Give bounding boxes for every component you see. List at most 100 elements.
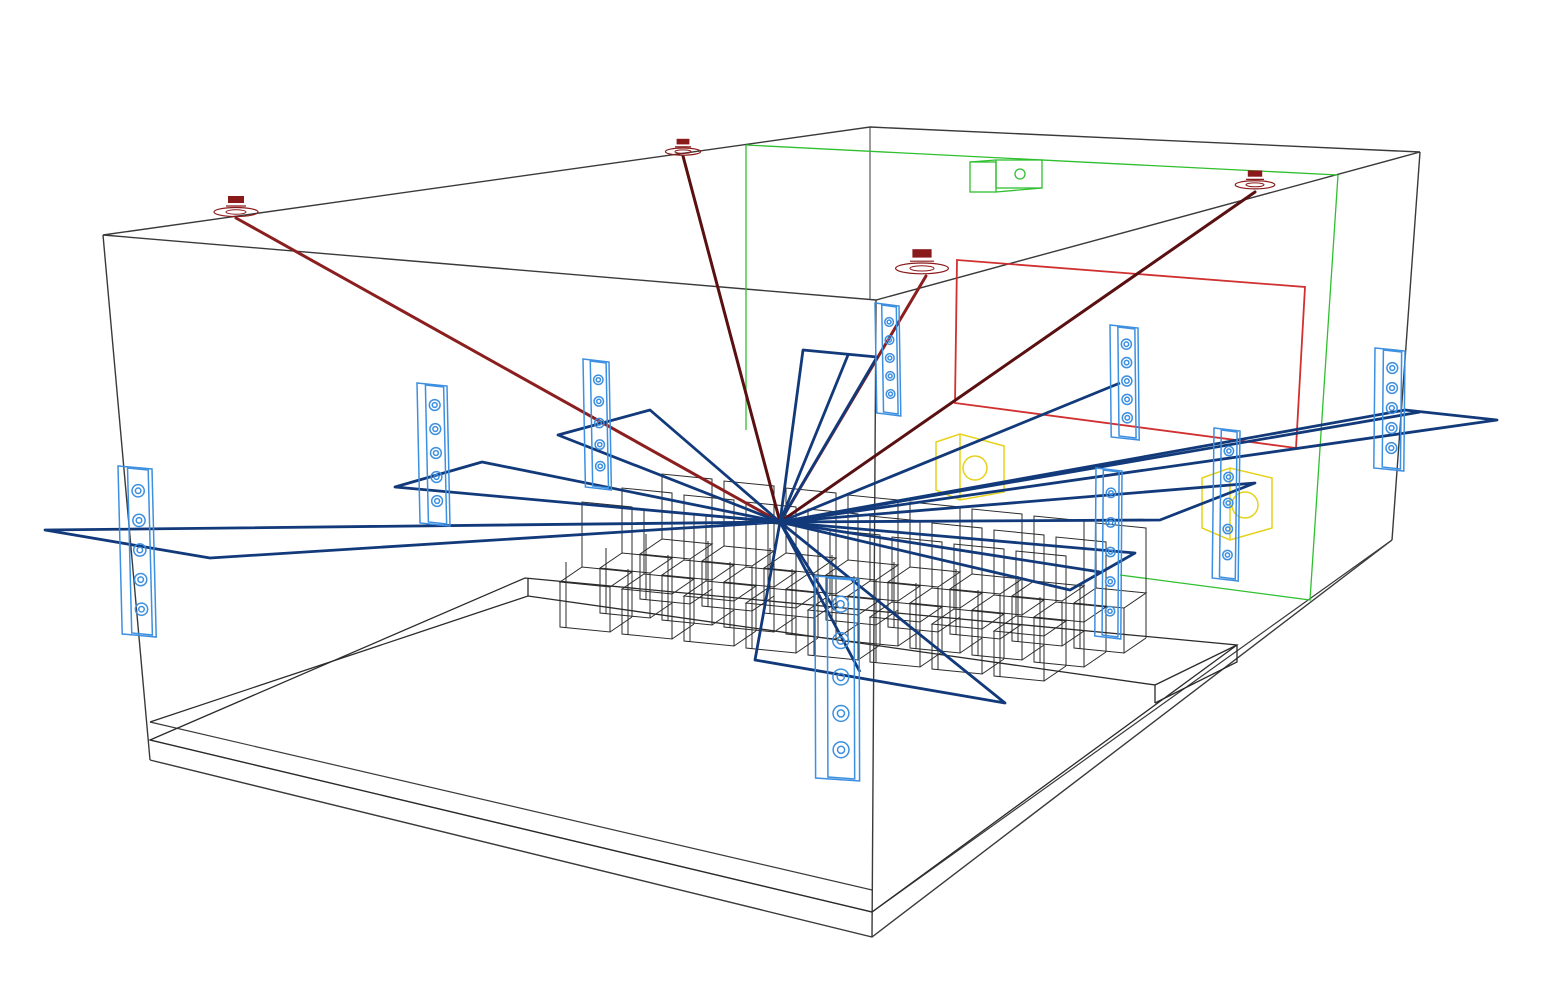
speaker-driver bbox=[430, 494, 444, 508]
seat-side bbox=[919, 651, 943, 668]
seat-side bbox=[1021, 644, 1045, 661]
speaker-driver-inner bbox=[1107, 519, 1114, 526]
seat-back bbox=[869, 515, 921, 586]
speaker-column-body bbox=[1109, 324, 1140, 441]
speaker-driver bbox=[1120, 338, 1133, 350]
speaker-driver bbox=[884, 316, 895, 328]
seat-front bbox=[931, 624, 983, 675]
ceiling-speaker-inner bbox=[674, 149, 692, 154]
ceiling-speaker-cap bbox=[676, 138, 690, 145]
ceiling-speaker-inner bbox=[909, 265, 935, 272]
speaker-column-body bbox=[874, 302, 902, 417]
speaker-driver-inner bbox=[887, 355, 893, 361]
speaker-driver-inner bbox=[1225, 500, 1232, 506]
speaker-driver bbox=[134, 602, 149, 617]
ceiling-speaker-cap bbox=[912, 249, 932, 258]
seat-front bbox=[723, 582, 775, 633]
speaker-driver-inner bbox=[595, 376, 602, 383]
speaker-driver bbox=[594, 460, 606, 472]
ray-down-mid bbox=[778, 521, 862, 673]
speaker-driver bbox=[593, 417, 605, 429]
speaker-driver bbox=[1385, 381, 1399, 395]
ray-right-far-2 bbox=[779, 410, 1421, 524]
speaker-driver-inner bbox=[135, 516, 143, 524]
speaker-driver bbox=[832, 704, 850, 723]
seat bbox=[722, 501, 798, 633]
projection-screen bbox=[954, 259, 1306, 450]
ceiling-speakers bbox=[213, 138, 1276, 275]
seat-back bbox=[1055, 536, 1107, 607]
seat bbox=[558, 501, 634, 633]
ceiling-speaker-icon bbox=[894, 249, 949, 275]
speaker-driver-inner bbox=[1107, 549, 1114, 555]
seat-front bbox=[621, 589, 673, 640]
speaker-driver bbox=[1222, 549, 1233, 561]
speaker-driver bbox=[592, 374, 604, 386]
seat-back bbox=[643, 508, 695, 579]
speaker-driver bbox=[133, 572, 148, 587]
room-edge-near bbox=[871, 299, 877, 938]
seat bbox=[638, 473, 714, 605]
speaker-driver bbox=[1223, 445, 1235, 457]
seat-front bbox=[701, 561, 753, 612]
speaker-driver-inner bbox=[431, 401, 438, 409]
seat-front bbox=[807, 610, 859, 661]
seat bbox=[992, 550, 1068, 682]
seat-side bbox=[1123, 637, 1147, 654]
seat-front bbox=[1033, 617, 1085, 668]
ray-right-low-2 bbox=[779, 520, 1101, 574]
ceiling-speaker-inner bbox=[1245, 182, 1265, 188]
speaker-driver-inner bbox=[136, 546, 144, 554]
speaker-driver bbox=[1385, 421, 1398, 435]
riser-step bbox=[149, 595, 1156, 723]
speaker-driver bbox=[430, 470, 443, 484]
speaker-driver-inner bbox=[1388, 384, 1396, 392]
seat-front bbox=[949, 589, 1001, 640]
speaker-driver-inner bbox=[596, 441, 603, 448]
speaker-driver bbox=[429, 446, 443, 460]
floor-layer-1 bbox=[149, 539, 1393, 913]
room-box bbox=[102, 126, 1421, 938]
seat-front bbox=[869, 617, 921, 668]
ray-fan-left-far bbox=[43, 520, 781, 560]
speaker-driver-inner bbox=[1108, 489, 1114, 496]
seat-side bbox=[733, 630, 757, 647]
speaker-driver bbox=[594, 439, 606, 451]
seat-front bbox=[971, 610, 1023, 661]
seat-side bbox=[609, 616, 633, 633]
center-speaker-cone bbox=[1014, 168, 1026, 180]
speaker-driver bbox=[1223, 471, 1234, 483]
seat-back bbox=[621, 487, 673, 558]
speaker-driver-inner bbox=[1224, 526, 1231, 532]
seat-front bbox=[1073, 603, 1125, 654]
speaker-driver bbox=[832, 668, 850, 686]
speaker-driver bbox=[132, 543, 147, 557]
speaker-column-body bbox=[1211, 427, 1241, 582]
ray-ceiling-2 bbox=[681, 154, 782, 524]
speaker-driver-inner bbox=[1107, 578, 1114, 585]
riser-platform bbox=[147, 577, 1239, 913]
speaker-driver bbox=[885, 370, 896, 382]
seat-side bbox=[773, 616, 797, 633]
speaker-driver bbox=[832, 741, 850, 759]
ceiling-speaker-icon bbox=[1234, 170, 1276, 190]
seat-back bbox=[993, 529, 1045, 600]
ray-fan-up bbox=[778, 348, 879, 523]
seating-wireframe bbox=[558, 473, 1148, 682]
seat-side bbox=[1061, 630, 1085, 647]
speaker-driver bbox=[593, 395, 605, 407]
ray-fan-left bbox=[393, 460, 781, 524]
seat-side bbox=[959, 637, 983, 654]
center-speaker-edge2 bbox=[995, 187, 1043, 193]
speaker-driver-inner bbox=[1224, 552, 1231, 558]
speaker-column-icon bbox=[874, 302, 902, 417]
speaker-column-icon bbox=[416, 382, 451, 527]
ray-ceiling-4 bbox=[778, 190, 1257, 524]
seat bbox=[1010, 515, 1086, 647]
speaker-column-body bbox=[1094, 467, 1123, 640]
ray-fan-right bbox=[779, 481, 1257, 524]
speaker-driver bbox=[132, 513, 146, 528]
speaker-driver bbox=[1105, 516, 1117, 528]
